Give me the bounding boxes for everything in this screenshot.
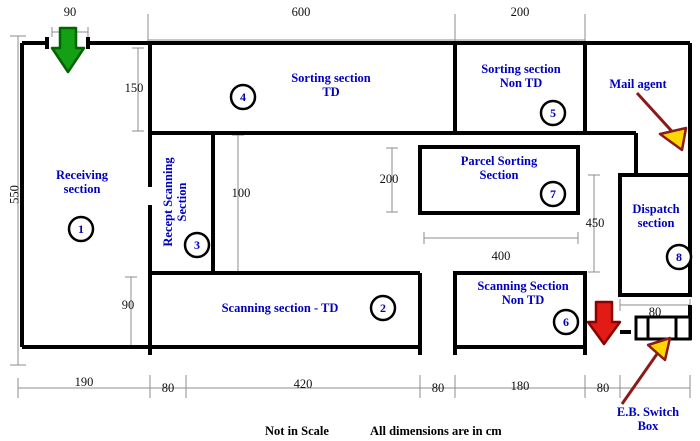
dim-interior-100: 100 [231, 186, 251, 200]
dim-bottom-420: 420 [293, 377, 313, 391]
dim-interior-200: 200 [379, 172, 399, 186]
room-label-recept-scanning-section: Recept Scanning Section [161, 157, 189, 247]
dim-left-550: 550 [7, 185, 22, 204]
room-number-2: 2 [380, 301, 386, 315]
room-circle-2 [369, 294, 397, 322]
room-circle-7 [539, 180, 567, 208]
building-walls [20, 37, 692, 355]
room-number-5: 5 [550, 106, 556, 120]
room-circle-6 [552, 308, 580, 336]
annotation-mail-agent: Mail agent [609, 77, 667, 91]
exit-arrow-red-icon [586, 300, 622, 346]
dim-interior-400: 400 [491, 249, 511, 263]
mail-agent-pointer-icon [635, 91, 688, 152]
room-circle-5 [539, 99, 567, 127]
room-number-8: 8 [676, 250, 682, 264]
room-label-sorting-section-td: Sorting section TD [291, 71, 371, 99]
entry-arrow-green-icon [50, 26, 86, 74]
room-label-dispatch-section: Dispatch section [632, 202, 680, 230]
note-not-in-scale: Not in Scale [265, 424, 329, 438]
dim-top-90: 90 [63, 5, 77, 19]
dim-interior-450: 450 [585, 216, 605, 230]
dim-bottom-190: 190 [74, 375, 94, 389]
room-circle-3 [183, 231, 211, 259]
room-label-scanning-section-td: Scanning section - TD [221, 301, 339, 315]
dim-interior-150: 150 [124, 81, 144, 95]
eb-switch-box-pointer-icon [620, 336, 672, 405]
note-dimensions-unit: All dimensions are in cm [370, 424, 502, 438]
dim-bottom-80-c: 80 [596, 381, 610, 395]
room-circle-1 [67, 215, 95, 243]
room-circle-4 [229, 83, 257, 111]
dimension-lines [10, 14, 691, 398]
dim-bottom-80-a: 80 [161, 381, 175, 395]
dim-bottom-80-b: 80 [431, 381, 445, 395]
room-number-circles [67, 83, 693, 336]
room-label-sorting-section-non-td: Sorting section Non TD [481, 62, 561, 90]
room-number-7: 7 [550, 187, 556, 201]
room-number-4: 4 [240, 90, 246, 104]
room-number-3: 3 [194, 238, 200, 252]
annotation-eb-switch-box: E.B. Switch Box [616, 405, 680, 433]
room-label-parcel-sorting-section: Parcel Sorting Section [460, 154, 538, 182]
dim-interior-90: 90 [121, 298, 135, 312]
eb-switch-box-shape [634, 315, 692, 341]
room-number-1: 1 [78, 222, 84, 236]
room-label-scanning-section-non-td: Scanning Section Non TD [477, 279, 569, 307]
dim-bottom-180: 180 [510, 379, 530, 393]
dim-top-200: 200 [510, 5, 530, 19]
dim-top-600: 600 [291, 5, 311, 19]
room-circle-8 [665, 243, 693, 271]
dim-interior-80-dispatch: 80 [648, 305, 662, 319]
room-label-receiving-section: Receiving section [55, 168, 109, 196]
room-number-6: 6 [563, 315, 569, 329]
